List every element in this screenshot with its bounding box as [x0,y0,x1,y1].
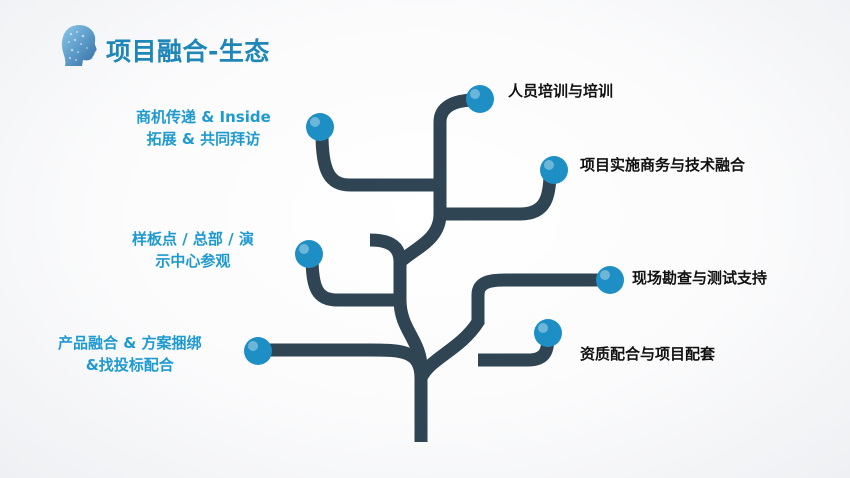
branch-left-low [262,343,428,379]
node-low-left [244,337,272,365]
curl-mid [369,233,407,263]
branch-left-top [315,133,440,192]
left-label-2-line2: 示中心参观 [155,252,231,270]
node-low-right [534,319,562,347]
node-upper-left [306,113,334,141]
left-label-3-line2: &找投标配合 [85,356,174,374]
head-logo-icon [61,24,97,67]
node-top [466,85,494,113]
left-label-1-line1: 商机传递 & Inside [136,108,271,126]
node-upper-right [540,156,568,184]
right-label-4: 资质配合与项目配套 [580,345,716,363]
node-mid-left [295,240,323,268]
branch-left-mid [305,255,400,307]
stem-left [393,262,428,369]
node-mid-right [596,266,624,294]
left-label-1-line2: 拓展 & 共同拜访 [146,130,261,148]
left-label-1: 商机传递 & Inside 拓展 & 共同拜访 [136,106,271,150]
right-label-1: 人员培训与培训 [508,82,614,100]
left-label-2: 样板点 / 总部 / 演 示中心参观 [132,228,254,272]
branch-right-mid [440,171,557,221]
left-label-2-line1: 样板点 / 总部 / 演 [132,230,254,248]
page-title: 项目融合-生态 [106,37,270,66]
right-label-2: 项目实施商务与技术融合 [580,156,746,174]
right-label-3: 现场勘查与测试支持 [632,269,768,287]
left-label-3-line1: 产品融合 & 方案捆绑 [58,334,202,352]
branch-right-low [415,273,608,382]
left-label-3: 产品融合 & 方案捆绑 &找投标配合 [58,332,202,376]
